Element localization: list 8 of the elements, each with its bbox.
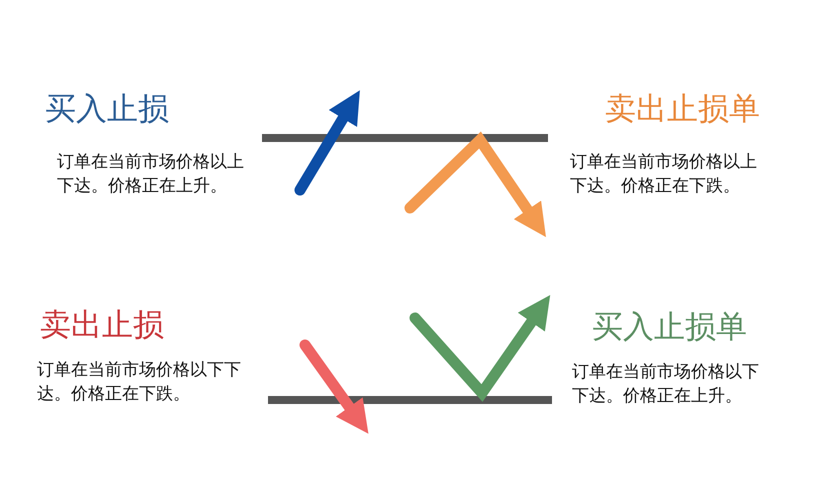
order-type-title: 卖出止损单 — [605, 90, 760, 128]
order-type-title: 卖出止损 — [40, 306, 164, 344]
order-type-title: 买入止损单 — [592, 308, 747, 346]
description-text: 订单在当前市场价格以下下达。价格正在下跌。 — [37, 359, 242, 406]
order-type-title: 买入止损 — [45, 90, 169, 128]
description-text: 订单在当前市场价格以上下达。价格正在上升。 — [57, 151, 245, 198]
description-text: 订单在当前市场价格以上下达。价格正在下跌。 — [570, 151, 758, 198]
description-text: 订单在当前市场价格以下下达。价格正在上升。 — [572, 361, 760, 408]
